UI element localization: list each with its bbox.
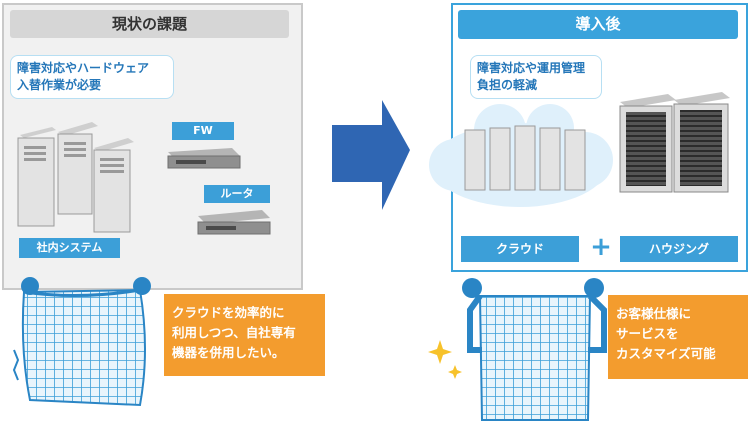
cloud-label: クラウド: [461, 236, 579, 262]
before-title: 現状の課題: [10, 10, 289, 38]
arrow-right-icon: [332, 100, 410, 210]
housing-label: ハウジング: [620, 236, 738, 262]
before-callout-line2: 利用しつつ、自社専有: [172, 325, 296, 340]
building-character-icon: [12, 277, 151, 407]
plus-sign: +: [590, 232, 612, 262]
after-callout-line1: お客様仕様に: [616, 306, 692, 321]
before-callout-line1: クラウドを効率的に: [172, 305, 285, 320]
after-title: 導入後: [458, 10, 738, 39]
server-tower-icon: [57, 122, 98, 215]
after-callout: お客様仕様に サービスを カスタマイズ可能: [608, 295, 748, 379]
before-speech-bubble: 障害対応やハードウェア 入替作業が必要: [10, 55, 174, 99]
fw-label: FW: [172, 122, 234, 140]
before-callout: クラウドを効率的に 利用しつつ、自社専有 機器を併用したい。: [164, 294, 325, 376]
router-device-icon: [197, 210, 271, 235]
rack-server-icon: [673, 92, 730, 193]
server-tower-icon: [17, 127, 56, 227]
internal-system-label: 社内システム: [19, 238, 120, 258]
before-bubble-line2: 入替作業が必要: [17, 78, 102, 92]
after-speech-bubble: 障害対応や運用管理 負担の軽減: [470, 55, 602, 99]
server-tower-icon: [464, 125, 586, 191]
before-callout-line3: 機器を併用したい。: [172, 345, 285, 360]
server-tower-icon: [93, 138, 134, 233]
after-callout-line3: カスタマイズ可能: [616, 346, 716, 361]
firewall-device-icon: [167, 148, 241, 169]
before-bubble-line1: 障害対応やハードウェア: [17, 61, 150, 75]
after-bubble-line2: 負担の軽減: [477, 78, 538, 92]
rack-server-icon: [619, 94, 676, 193]
after-callout-line2: サービスを: [616, 326, 679, 341]
after-bubble-line1: 障害対応や運用管理: [477, 61, 586, 75]
sparkle-icon: [428, 340, 462, 379]
router-label: ルータ: [204, 185, 270, 203]
building-character-icon: [462, 278, 607, 421]
